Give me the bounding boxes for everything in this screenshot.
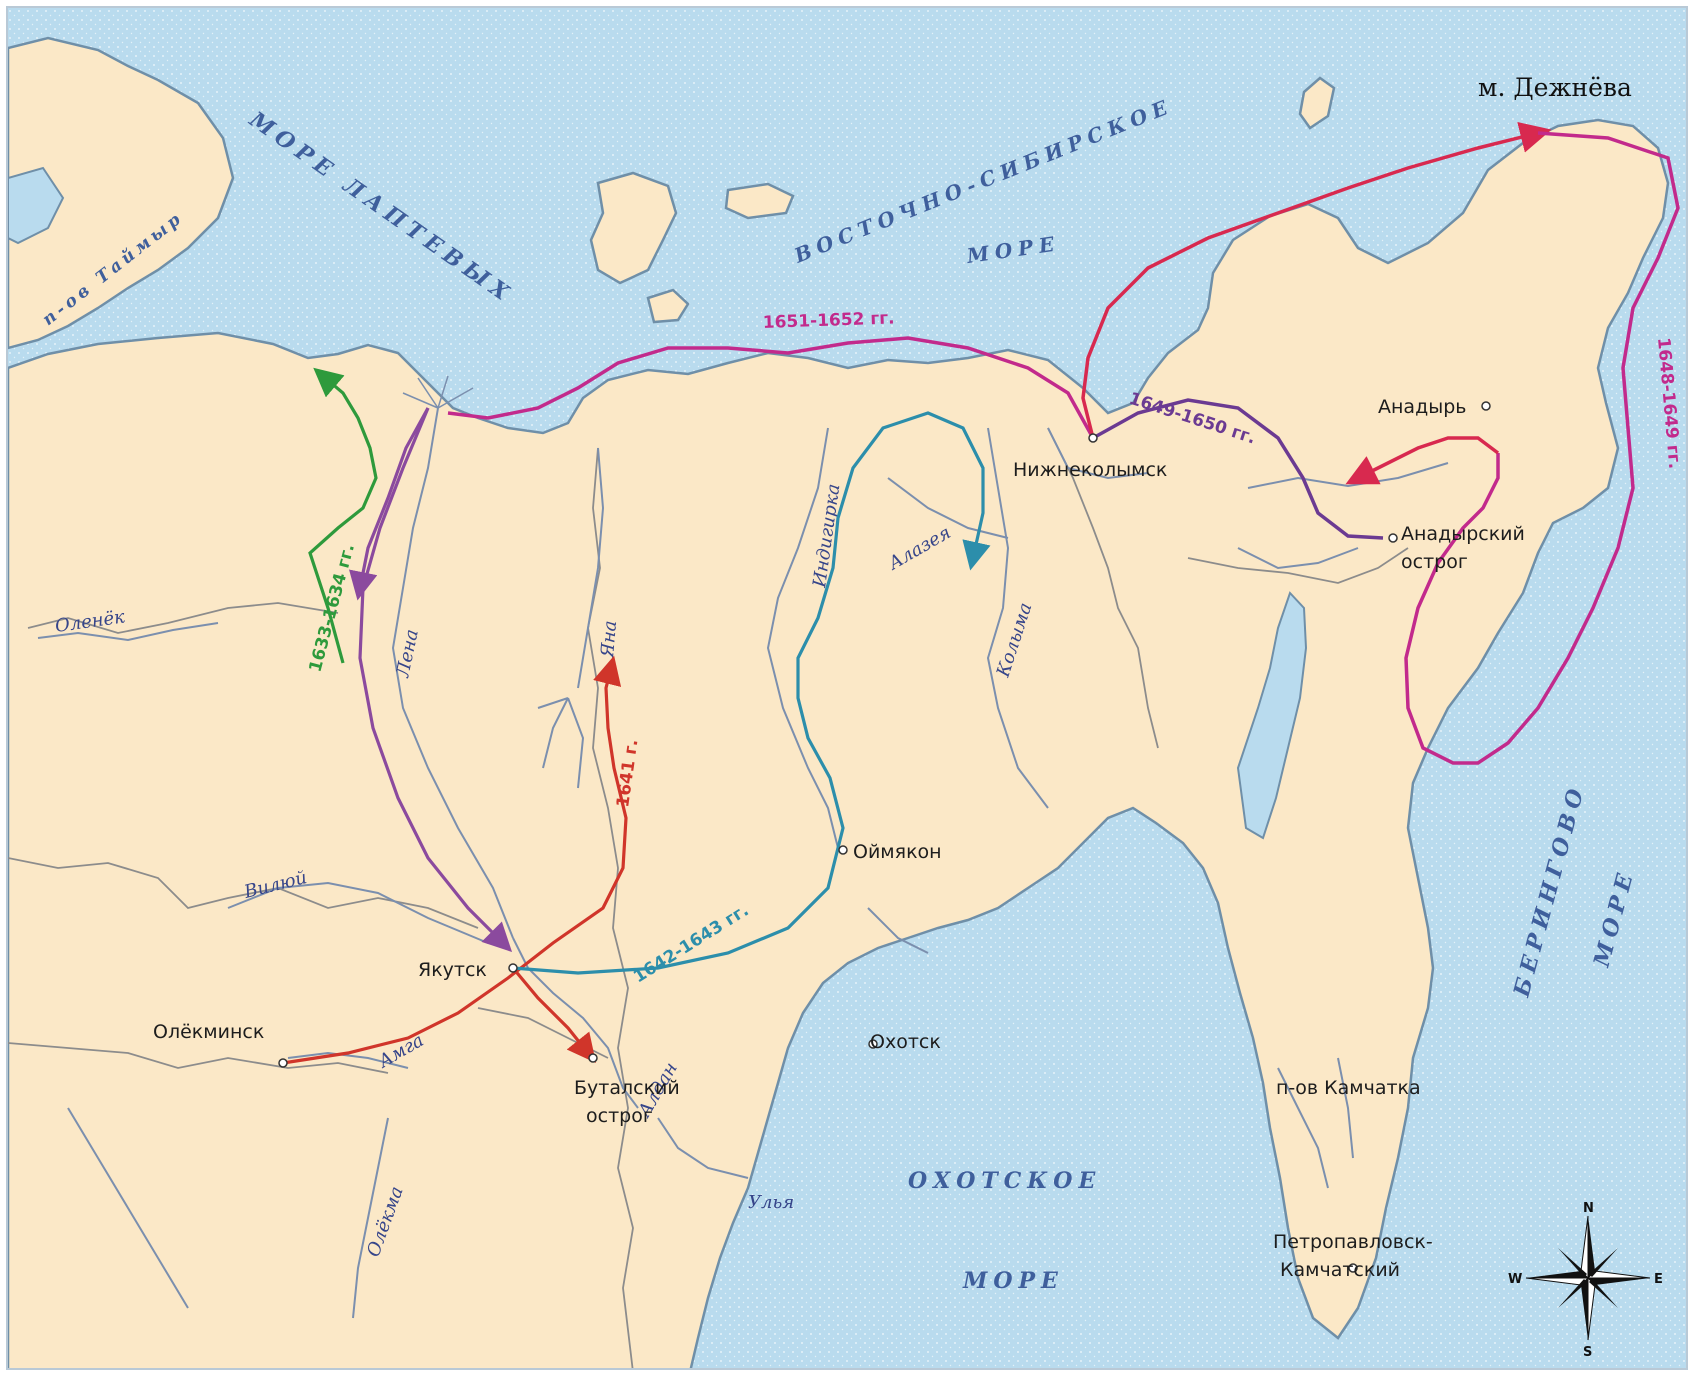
river-label-yana: Яна xyxy=(597,620,621,660)
city-marker-oymyakon xyxy=(838,845,848,855)
route-label-magenta: 1651-1652 гг. xyxy=(762,308,894,333)
route-magenta xyxy=(447,336,1095,439)
city-label-olekminsk: Олёкминск xyxy=(153,1021,264,1043)
route-purple-branch xyxy=(349,407,430,601)
penzhina-gulf xyxy=(1236,591,1308,840)
route-crimson xyxy=(1081,121,1552,439)
city-label-okhotsk: Охотск xyxy=(870,1031,941,1053)
lena-delta xyxy=(402,375,474,409)
cape-label-dezhnev: м. Дежнёва xyxy=(1478,73,1632,102)
city-marker-butalsky xyxy=(588,1053,598,1063)
city-label-yakutsk: Якутск xyxy=(418,959,487,981)
city-markers xyxy=(278,401,1491,1273)
city-label-oymyakon: Оймякон xyxy=(853,841,942,863)
route-purple xyxy=(358,407,513,953)
island-3 xyxy=(646,288,690,324)
map: МОРЕ ЛАПТЕВЫХ ВОСТОЧНО-СИБИРСКОЕ МОРЕ ОХ… xyxy=(8,8,1686,1368)
sea-label-okhotsk-1: ОХОТСКОЕ xyxy=(908,1168,1101,1194)
mainland xyxy=(8,118,1670,1368)
taymyr-bay xyxy=(8,166,65,245)
route-crimson-east xyxy=(1404,131,1680,765)
city-marker-anadyrsky xyxy=(1388,533,1398,543)
route-red xyxy=(282,655,628,1065)
compass-rose: N S E W xyxy=(1508,1201,1663,1360)
city-label-butalsky-2: острог xyxy=(586,1105,653,1127)
city-label-butalsky-1: Буталский xyxy=(574,1077,680,1099)
map-frame: МОРЕ ЛАПТЕВЫХ ВОСТОЧНО-СИБИРСКОЕ МОРЕ ОХ… xyxy=(6,6,1688,1370)
peninsula-label-kamchatka: п-ов Камчатка xyxy=(1276,1077,1421,1099)
city-label-petropavlovsk-2: Камчатский xyxy=(1280,1259,1400,1281)
island-1 xyxy=(589,171,678,285)
compass-n: N xyxy=(1583,1201,1594,1216)
city-marker-anadyr xyxy=(1481,401,1491,411)
island-2 xyxy=(724,182,795,220)
city-label-anadyr: Анадырь xyxy=(1378,396,1466,418)
route-green xyxy=(308,367,378,664)
city-label-nizhnekolymsk: Нижнеколымск xyxy=(1013,459,1167,481)
sea-label-okhotsk-2: МОРЕ xyxy=(962,1268,1064,1294)
city-marker-olekminsk xyxy=(278,1058,288,1068)
wrangel-island xyxy=(1298,76,1336,130)
city-marker-nizhnekolymsk xyxy=(1088,433,1098,443)
city-label-petropavlovsk-1: Петропавловск- xyxy=(1273,1231,1433,1253)
river-label-ulya: Улья xyxy=(748,1192,794,1213)
route-red-butalsky xyxy=(511,966,596,1063)
route-crimson-anadyr xyxy=(1345,436,1500,485)
city-marker-petropavlovsk xyxy=(1348,1263,1358,1273)
taymyr-peninsula xyxy=(8,36,235,350)
compass-e: E xyxy=(1654,1272,1663,1287)
city-label-anadyrsky-1: Анадырский xyxy=(1401,523,1525,545)
city-marker-okhotsk xyxy=(868,1039,878,1049)
city-marker-yakutsk xyxy=(508,963,518,973)
city-label-anadyrsky-2: острог xyxy=(1401,551,1468,573)
compass-s: S xyxy=(1583,1345,1592,1360)
route-violet xyxy=(1092,398,1384,540)
rivers xyxy=(37,407,1449,1319)
route-teal xyxy=(512,411,991,975)
compass-w: W xyxy=(1508,1272,1522,1287)
